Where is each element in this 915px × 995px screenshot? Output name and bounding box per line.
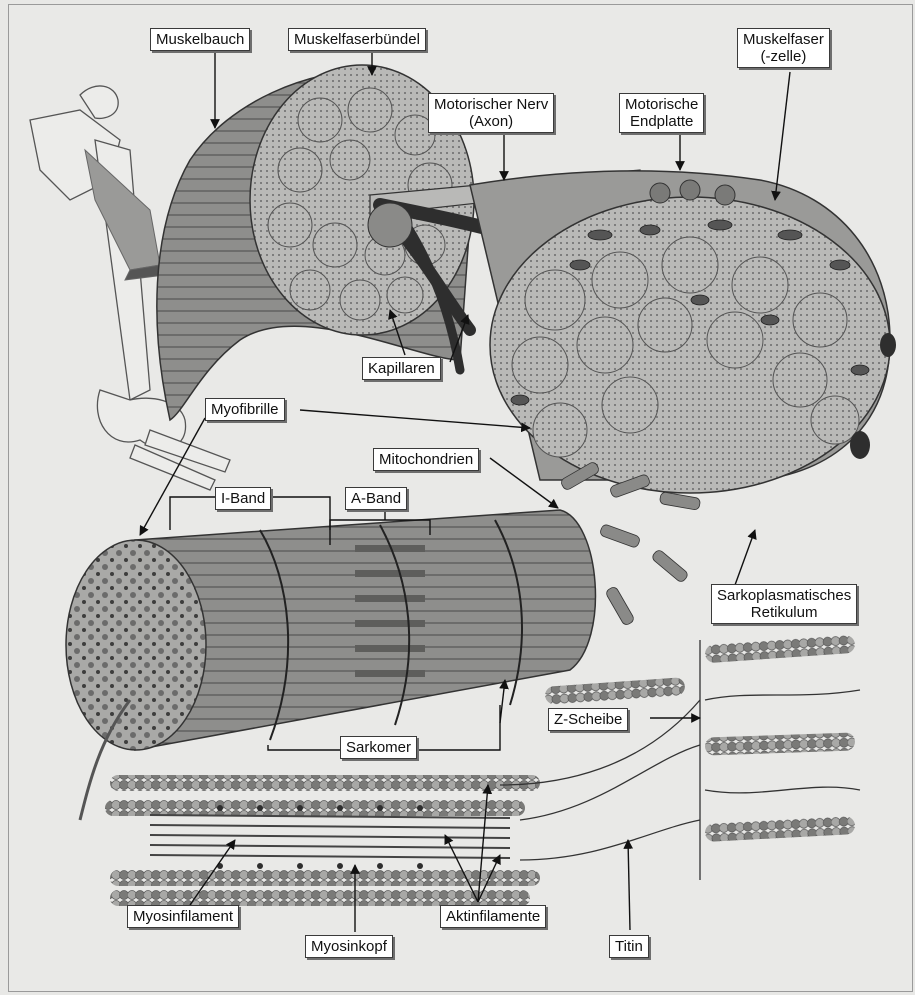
- label-muskelbauch: Muskelbauch: [150, 28, 250, 51]
- titin-strands: [500, 640, 860, 880]
- label-sarkoplasmatisches-line1: Sarkoplasmatisches: [717, 587, 851, 604]
- label-a-band: A-Band: [345, 487, 407, 510]
- label-titin: Titin: [609, 935, 649, 958]
- label-sarkoplasmatisches-retikulum: Sarkoplasmatisches Retikulum: [711, 584, 857, 624]
- label-motorische-endplatte: Motorische Endplatte: [619, 93, 704, 133]
- label-sarkoplasmatisches-line2: Retikulum: [717, 604, 851, 621]
- label-sarkomer: Sarkomer: [340, 736, 417, 759]
- label-motorischer-nerv-line2: (Axon): [434, 113, 548, 130]
- label-motorischer-nerv: Motorischer Nerv (Axon): [428, 93, 554, 133]
- label-i-band: I-Band: [215, 487, 271, 510]
- label-myosinfilament: Myosinfilament: [127, 905, 239, 928]
- label-motorischer-nerv-line1: Motorischer Nerv: [434, 96, 548, 113]
- label-z-scheibe: Z-Scheibe: [548, 708, 628, 731]
- label-motorische-endplatte-line1: Motorische: [625, 96, 698, 113]
- label-muskelfaser-line2: (-zelle): [743, 48, 824, 65]
- label-motorische-endplatte-line2: Endplatte: [625, 113, 698, 130]
- myosin-filaments: [150, 815, 510, 858]
- label-muskelfaserbuendel: Muskelfaserbündel: [288, 28, 426, 51]
- label-myofibrille: Myofibrille: [205, 398, 285, 421]
- fibre-bundle-end: [368, 203, 412, 247]
- label-kapillaren: Kapillaren: [362, 357, 441, 380]
- label-muskelfaser: Muskelfaser (-zelle): [737, 28, 830, 68]
- label-aktinfilamente: Aktinfilamente: [440, 905, 546, 928]
- label-muskelfaser-line1: Muskelfaser: [743, 31, 824, 48]
- label-mitochondrien: Mitochondrien: [373, 448, 479, 471]
- label-myosinkopf: Myosinkopf: [305, 935, 393, 958]
- myofibril-cross-section: [66, 540, 206, 750]
